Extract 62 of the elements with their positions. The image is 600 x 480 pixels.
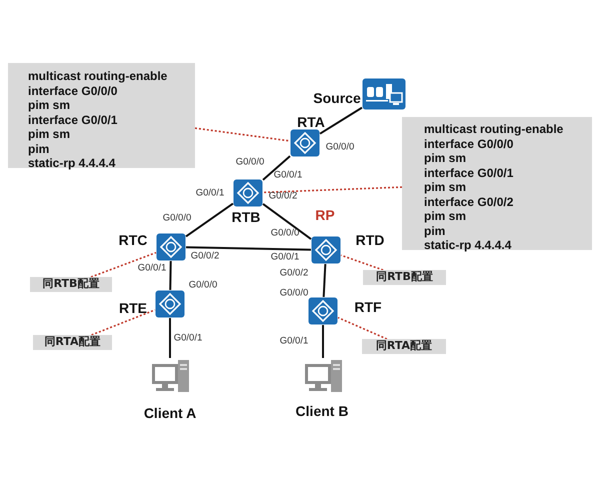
command-line: pim	[424, 224, 446, 238]
device-label: RTC	[118, 232, 148, 248]
port-label: G0/0/1	[138, 262, 166, 274]
note-box: 同RTA配置	[362, 339, 446, 354]
network-link	[322, 325, 324, 358]
port-label: G0/0/2	[268, 190, 298, 202]
port-label: G0/0/0	[280, 288, 308, 298]
device-label: RTF	[354, 299, 382, 315]
leader-line	[90, 252, 156, 278]
command-line: static-rp 4.4.4.4	[424, 238, 512, 252]
leader-line	[338, 316, 388, 340]
network-link	[322, 264, 326, 298]
network-link	[319, 106, 363, 135]
port-label: G0/0/0	[270, 228, 300, 238]
device-label: RTE	[119, 300, 147, 316]
command-line: interface G0/0/1	[28, 112, 118, 127]
command-line: static-rp 4.4.4.4	[28, 156, 116, 170]
network-link	[169, 318, 171, 358]
network-link	[185, 202, 234, 238]
port-label: G0/0/1	[274, 170, 302, 180]
command-line: pim sm	[424, 209, 466, 224]
config-panel	[8, 63, 195, 168]
note-box: 同RTB配置	[363, 270, 446, 285]
network-link	[262, 203, 312, 240]
device-label: Client B	[296, 403, 348, 419]
port-label: G0/0/2	[280, 268, 308, 278]
command-line: interface G0/0/2	[424, 194, 514, 209]
device-label: Source	[313, 90, 361, 106]
port-label: G0/0/0	[162, 212, 192, 224]
port-label: G0/0/0	[326, 142, 354, 152]
device-label: RTD	[356, 232, 384, 248]
command-line: interface G0/0/1	[424, 166, 514, 180]
command-line: pim sm	[28, 98, 70, 112]
network-link	[186, 246, 312, 251]
port-label: G0/0/1	[280, 336, 308, 346]
network-link	[262, 155, 291, 181]
device-label: Client A	[144, 405, 196, 421]
config-panel	[402, 117, 592, 250]
command-line: multicast routing-enable	[28, 69, 168, 84]
port-label: G0/0/0	[188, 280, 218, 290]
port-label: G0/0/1	[270, 252, 300, 262]
leader-line	[340, 254, 384, 271]
port-label: G0/0/2	[190, 250, 220, 262]
command-line: pim sm	[424, 151, 466, 166]
command-line: interface G0/0/0	[28, 84, 118, 98]
command-line: interface G0/0/0	[424, 136, 514, 151]
command-line: pim sm	[28, 127, 70, 142]
port-label: G0/0/1	[174, 332, 202, 344]
note-box: 同RTA配置	[33, 335, 112, 350]
command-line: multicast routing-enable	[424, 122, 564, 136]
device-label: RTB	[232, 209, 260, 225]
command-line: pim	[28, 142, 50, 156]
network-link	[169, 260, 172, 290]
device-label: RP	[315, 207, 335, 223]
leader-line	[262, 186, 402, 194]
note-box: 同RTB配置	[30, 277, 112, 292]
device-label: RTA	[297, 114, 325, 130]
port-label: G0/0/0	[236, 156, 264, 168]
port-label: G0/0/1	[196, 188, 224, 198]
leader-line	[91, 309, 156, 336]
leader-line	[194, 127, 290, 142]
command-line: pim sm	[424, 180, 466, 194]
